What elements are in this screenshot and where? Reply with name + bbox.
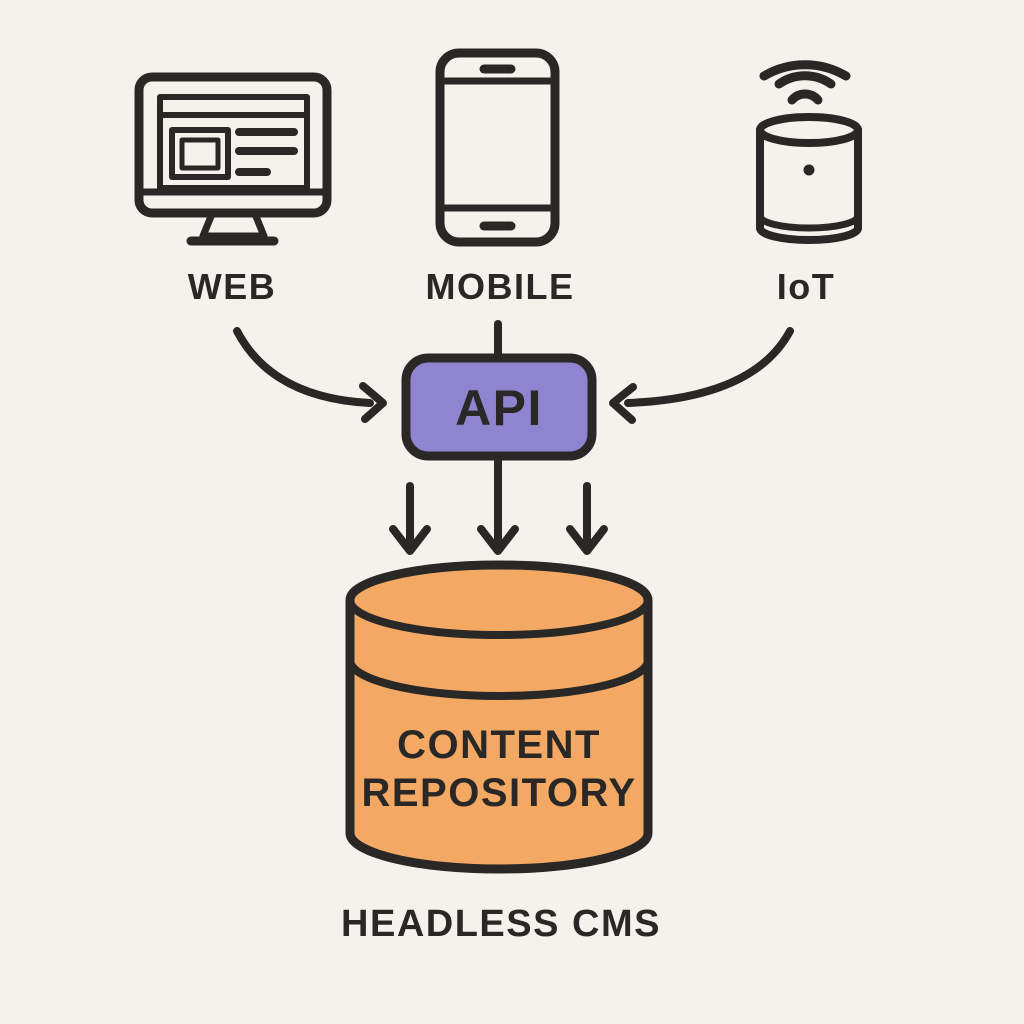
smart-speaker-icon bbox=[756, 60, 862, 244]
repository-label-line2: REPOSITORY bbox=[361, 771, 636, 815]
iot-label: IoT bbox=[777, 266, 835, 307]
arrow-web-to-api bbox=[233, 327, 387, 423]
api-label: API bbox=[455, 380, 543, 436]
api-node: API bbox=[401, 353, 597, 461]
content-repository-node: CONTENT REPOSITORY bbox=[345, 560, 653, 874]
mobile-client-node: MOBILE bbox=[426, 48, 575, 307]
smartphone-icon bbox=[435, 48, 560, 247]
arrow-iot-to-api bbox=[609, 327, 794, 424]
diagram-caption: HEADLESS CMS bbox=[341, 903, 661, 945]
repository-label-line1: CONTENT bbox=[397, 723, 601, 767]
web-client-node: WEB bbox=[134, 72, 332, 307]
arrow-api-to-repository-center bbox=[477, 452, 519, 555]
iot-client-node: IoT bbox=[756, 60, 862, 307]
arrow-api-to-repository-left bbox=[389, 482, 431, 555]
arrow-api-to-repository-right bbox=[566, 482, 608, 555]
mobile-label: MOBILE bbox=[426, 266, 575, 307]
database-cylinder-icon bbox=[345, 560, 653, 874]
web-label: WEB bbox=[188, 266, 277, 307]
desktop-monitor-icon bbox=[134, 72, 332, 246]
